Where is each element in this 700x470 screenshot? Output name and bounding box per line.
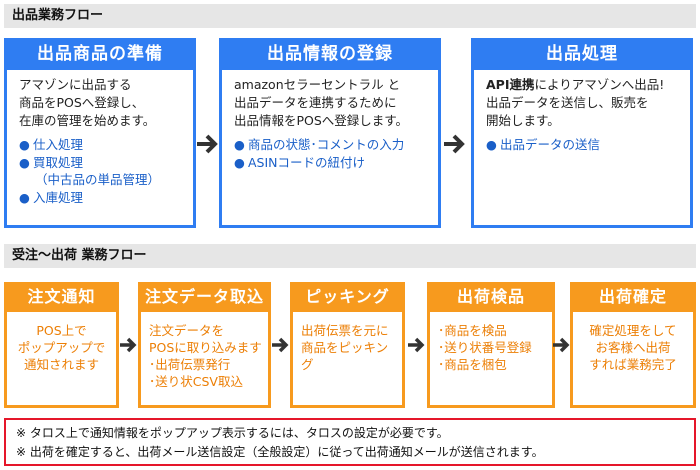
card-body: アマゾンに出品する 商品をPOSへ登録し、 在庫の管理を始めます。 ●仕入処理 …: [4, 70, 196, 228]
arrow-right-icon: [553, 337, 570, 353]
section-header-order-shipping-flow: 受注～出荷 業務フロー: [4, 244, 696, 268]
card-product-preparation: 出品商品の準備 アマゾンに出品する 商品をPOSへ登録し、 在庫の管理を始めます…: [4, 38, 196, 228]
bullet-item: ●出品データの送信: [486, 136, 684, 154]
card-shipping-confirmation: 出荷確定 確定処理をして お客様へ出荷 すれば業務完了: [570, 282, 696, 408]
bullet-text: 出品データの送信: [500, 137, 601, 152]
arrow-right-icon: [408, 337, 425, 353]
bullet-text: 買取処理: [33, 154, 84, 170]
card-body: API連携によりアマゾンへ出品! 出品データを送信し、販売を 開始します。 ●出…: [471, 70, 693, 228]
arrow-right-icon: [120, 337, 137, 353]
bullet-text: 入庫処理: [33, 189, 84, 205]
card-description: amazonセラーセントラル と 出品データを連携するために 出品情報をPOSへ…: [234, 77, 409, 128]
note-line: ※ タロス上で通知情報をポップアップ表示するには、タロスの設定が必要です。: [16, 426, 449, 440]
card-order-notification: 注文通知 POS上で ポップアップで 通知されます: [4, 282, 119, 408]
bullet-list: ●仕入処理 ●買取処理（中古品の単品管理） ●入庫処理: [19, 136, 187, 206]
notes-box: ※ タロス上で通知情報をポップアップ表示するには、タロスの設定が必要です。 ※ …: [4, 418, 696, 466]
card-description: アマゾンに出品する 商品をPOSへ登録し、 在庫の管理を始めます。: [19, 77, 156, 128]
card-title: 出品商品の準備: [4, 38, 196, 70]
card-title: 注文データ取込: [138, 282, 271, 312]
bullet-list: ●出品データの送信: [486, 136, 684, 154]
card-body: amazonセラーセントラル と 出品データを連携するために 出品情報をPOSへ…: [219, 70, 441, 228]
card-description-text: によりアマゾンへ出品! 出品データを送信し、販売を 開始します。: [486, 77, 665, 128]
bullet-dot-icon: ●: [19, 154, 30, 170]
card-title: 出荷確定: [570, 282, 696, 312]
card-body: 注文データを POSに取り込みます ･出荷伝票発行 ･送り状CSV取込: [138, 312, 271, 408]
arrow-right-icon: [197, 134, 218, 154]
card-body: ･商品を検品 ･送り状番号登録 ･商品を梱包: [427, 312, 555, 408]
card-title: 注文通知: [4, 282, 119, 312]
bullet-dot-icon: ●: [234, 154, 245, 170]
card-order-data-import: 注文データ取込 注文データを POSに取り込みます ･出荷伝票発行 ･送り状CS…: [138, 282, 271, 408]
bullet-dot-icon: ●: [486, 137, 497, 152]
bullet-item: ●入庫処理: [19, 189, 187, 207]
card-description-emphasis: API連携: [486, 77, 535, 92]
bullet-dot-icon: ●: [19, 137, 30, 152]
bullet-item: ●買取処理 （中古品の単品管理）: [19, 154, 187, 189]
card-title: 出荷検品: [427, 282, 555, 312]
bullet-dot-icon: ●: [234, 137, 245, 152]
card-body: POS上で ポップアップで 通知されます: [4, 312, 119, 408]
bullet-text: 仕入処理: [33, 137, 84, 152]
bullet-item: ●仕入処理: [19, 136, 187, 154]
card-body: 出荷伝票を元に 商品をピッキング: [290, 312, 405, 408]
card-picking: ピッキング 出荷伝票を元に 商品をピッキング: [290, 282, 405, 408]
arrow-right-icon: [444, 134, 465, 154]
bullet-text: ASINコードの紐付け: [248, 154, 366, 170]
bullet-item: ●ASINコードの紐付け: [234, 154, 432, 172]
bullet-subtext: （中古品の単品管理）: [35, 172, 161, 187]
bullet-text: 商品の状態･コメントの入力: [248, 137, 405, 152]
card-listing-registration: 出品情報の登録 amazonセラーセントラル と 出品データを連携するために 出…: [219, 38, 441, 228]
section-header-listing-flow: 出品業務フロー: [4, 4, 696, 28]
bullet-dot-icon: ●: [19, 189, 30, 205]
card-title: 出品情報の登録: [219, 38, 441, 70]
note-line: ※ 出荷を確定すると、出荷メール送信設定（全般設定）に従って出荷通知メールが送信…: [16, 445, 544, 459]
card-body: 確定処理をして お客様へ出荷 すれば業務完了: [570, 312, 696, 408]
card-title: ピッキング: [290, 282, 405, 312]
card-title: 出品処理: [471, 38, 693, 70]
card-description: API連携によりアマゾンへ出品! 出品データを送信し、販売を 開始します。: [486, 76, 684, 130]
bullet-list: ●商品の状態･コメントの入力 ●ASINコードの紐付け: [234, 136, 432, 171]
card-listing-process: 出品処理 API連携によりアマゾンへ出品! 出品データを送信し、販売を 開始しま…: [471, 38, 693, 228]
arrow-right-icon: [272, 337, 289, 353]
bullet-item: ●商品の状態･コメントの入力: [234, 136, 432, 154]
card-shipping-inspection: 出荷検品 ･商品を検品 ･送り状番号登録 ･商品を梱包: [427, 282, 555, 408]
